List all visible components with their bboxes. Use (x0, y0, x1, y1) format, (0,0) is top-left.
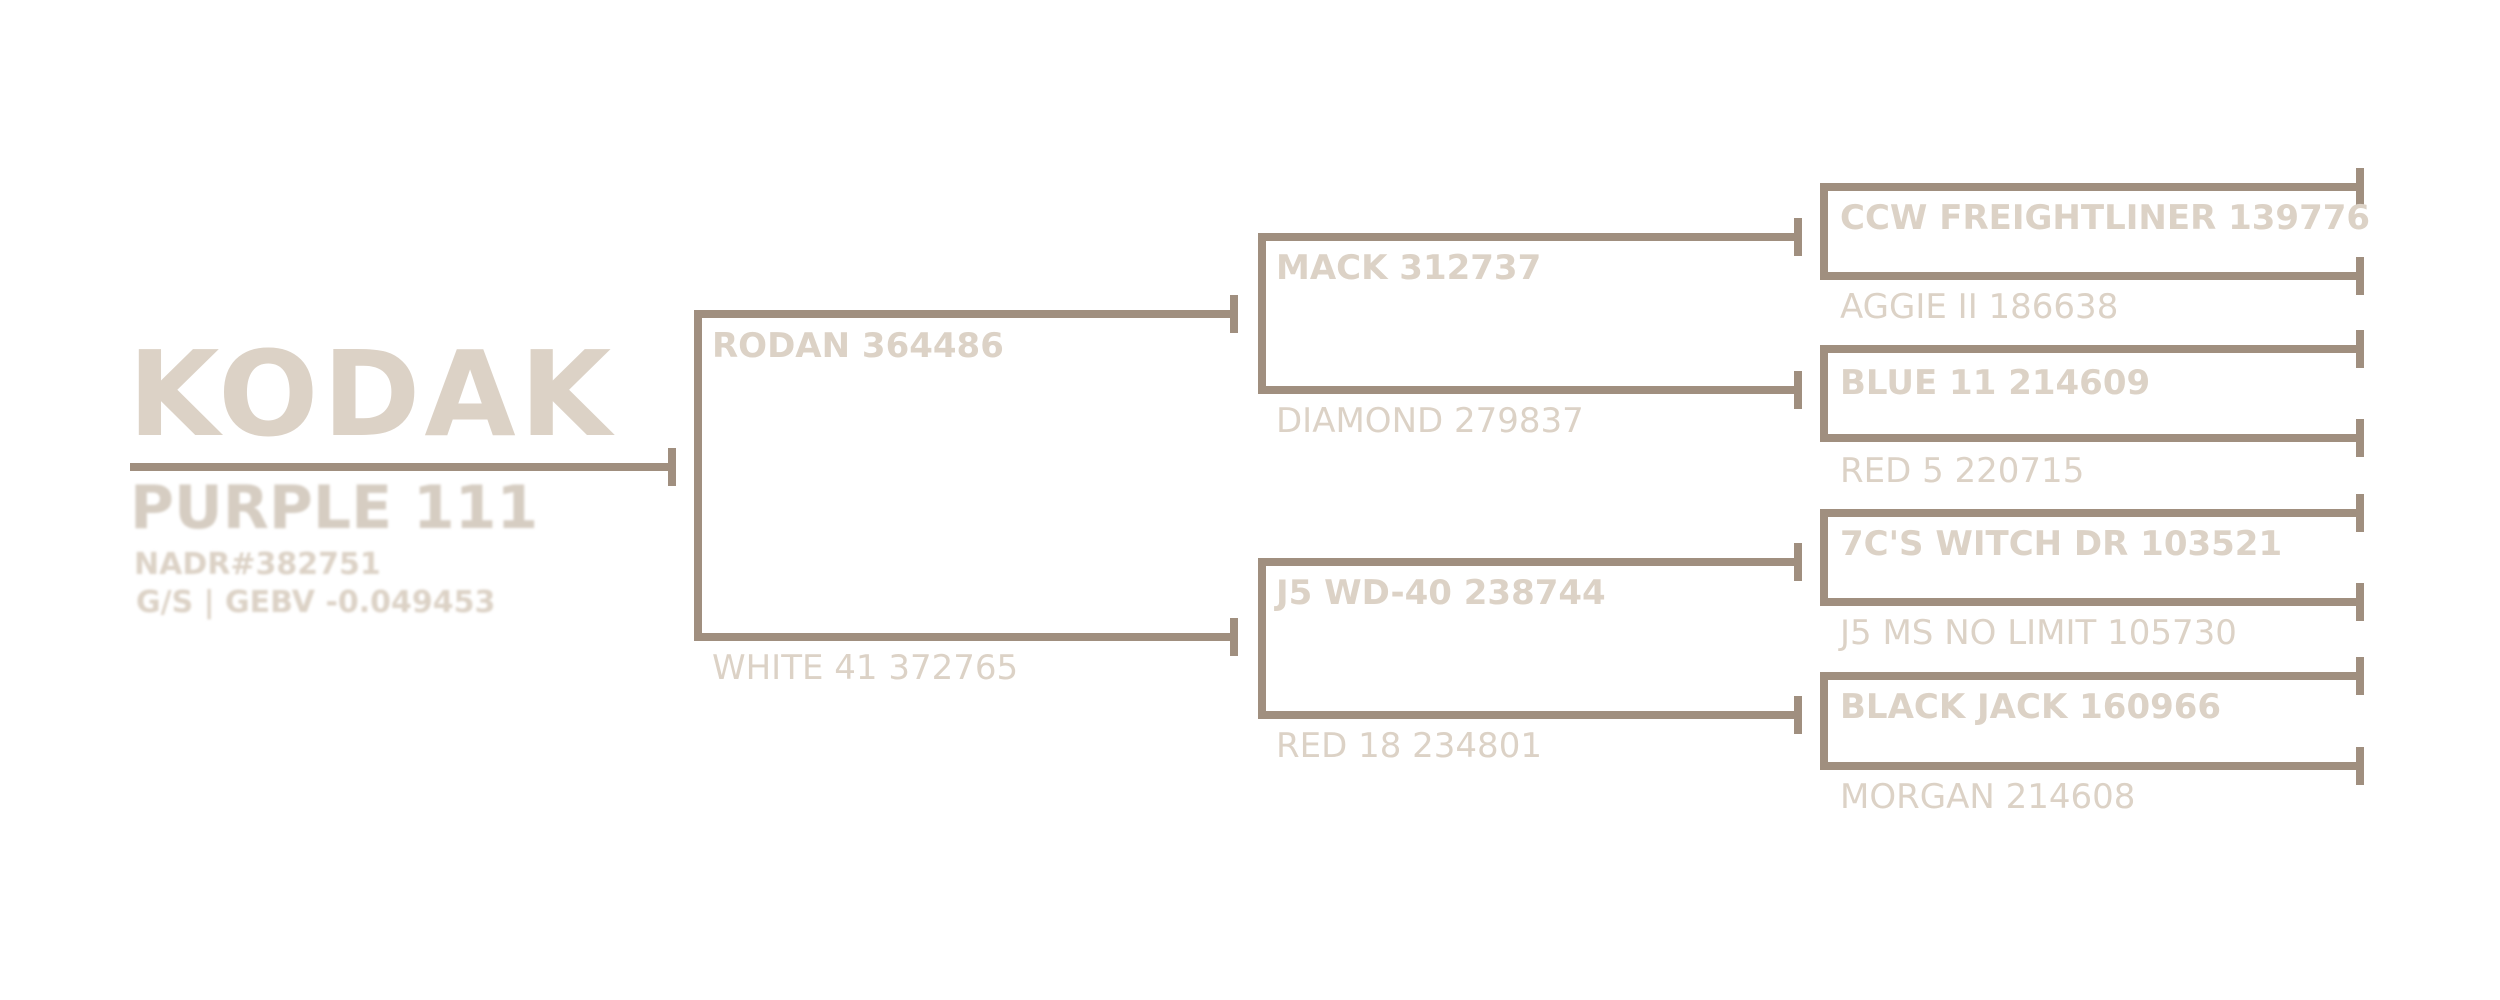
parents-bracket (694, 310, 1234, 641)
dam-sire-name: J5 WD-40 238744 (1276, 573, 1606, 613)
great-grandparent-4: RED 5 220715 (1840, 451, 2085, 491)
dam-dam-name: RED 18 234801 (1276, 726, 1542, 766)
dam-name: WHITE 41 372765 (712, 648, 1019, 688)
great-grandparent-5: 7C'S WITCH DR 103521 (1840, 524, 2283, 564)
great-grandparent-1: CCW FREIGHTLINER 139776 (1840, 198, 2371, 238)
sire-dam-name: DIAMOND 279837 (1276, 401, 1584, 441)
sire-name: RODAN 364486 (712, 326, 1004, 366)
gen3-bracket-2 (1820, 345, 2360, 442)
subject-tag: PURPLE 111 (130, 473, 539, 543)
sire-parents-bracket (1258, 233, 1798, 394)
dam-parents-bracket (1258, 558, 1798, 719)
subject-name: KODAK (128, 325, 616, 463)
great-grandparent-3: BLUE 11 214609 (1840, 363, 2151, 403)
great-grandparent-8: MORGAN 214608 (1840, 777, 2136, 817)
sire-sire-name: MACK 312737 (1276, 248, 1542, 288)
great-grandparent-6: J5 MS NO LIMIT 105730 (1840, 613, 2237, 653)
subject-stats: G/S | GEBV -0.049453 (136, 585, 496, 620)
gen3-bracket-4 (1820, 672, 2360, 770)
gen3-bracket-1 (1820, 183, 2360, 280)
gen3-bracket-3 (1820, 509, 2360, 606)
great-grandparent-2: AGGIE II 186638 (1840, 287, 2119, 327)
great-grandparent-7: BLACK JACK 160966 (1840, 687, 2222, 727)
subject-registration: NADR#382751 (134, 547, 381, 582)
